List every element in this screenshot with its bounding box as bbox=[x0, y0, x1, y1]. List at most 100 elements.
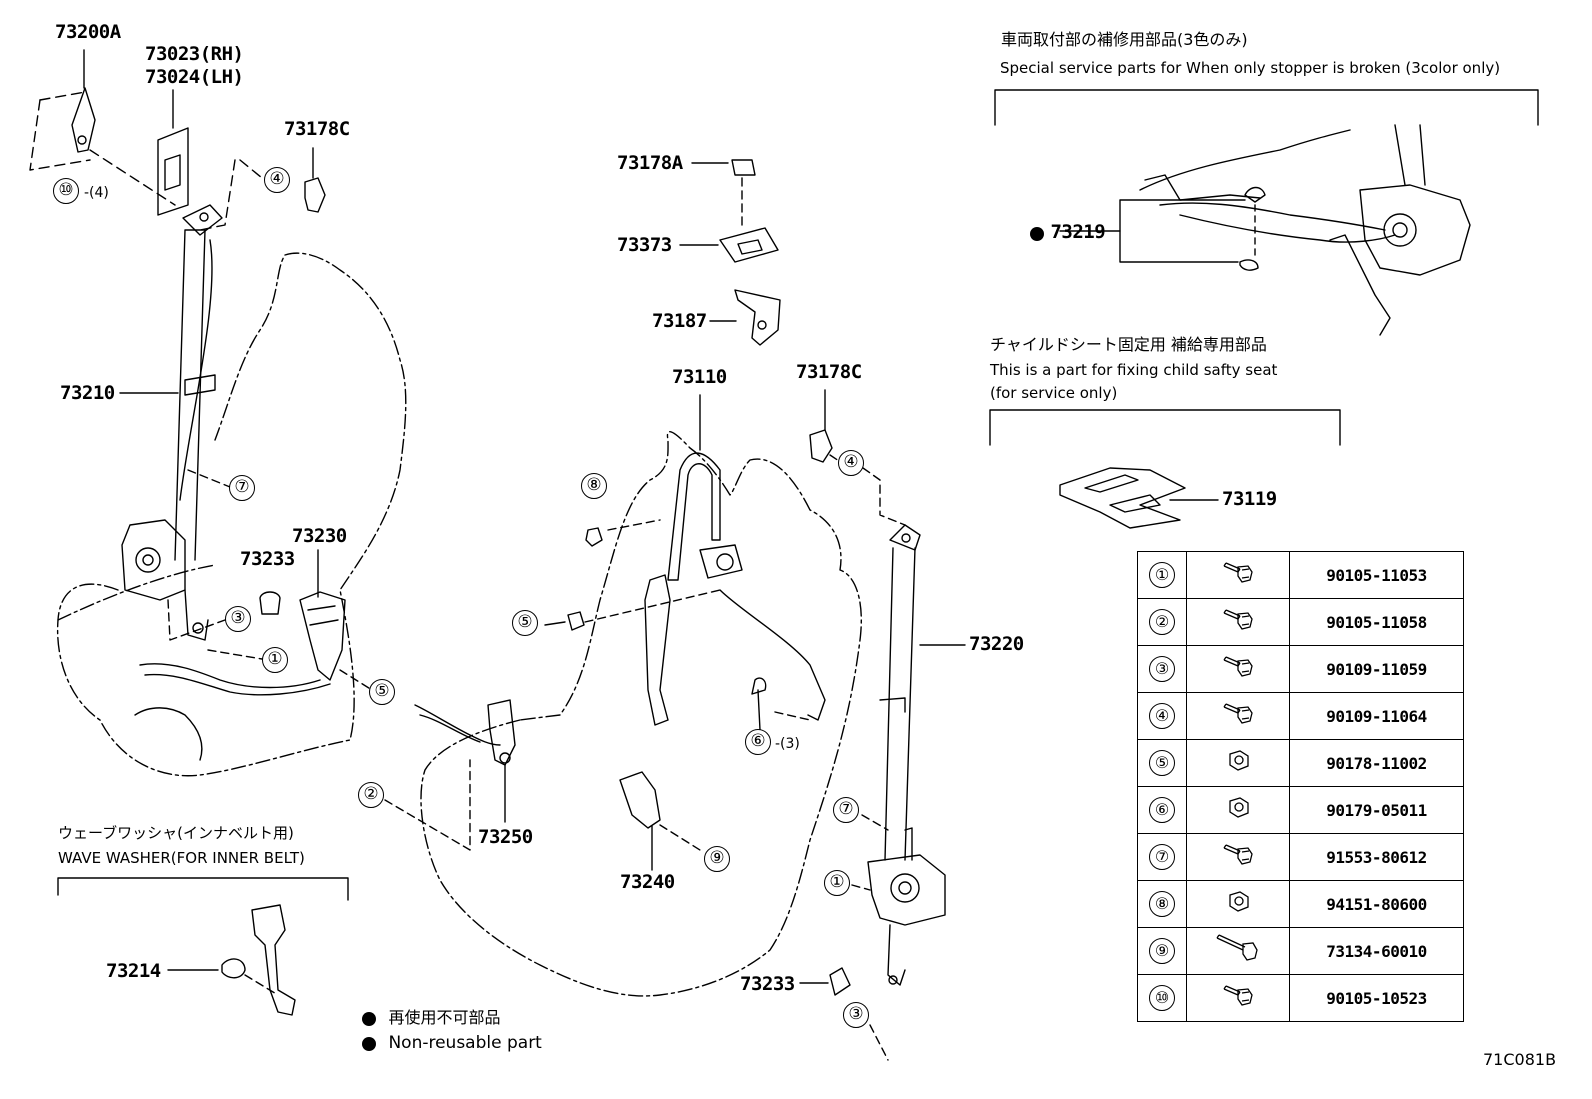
callout-3-left[interactable]: ③ bbox=[225, 606, 251, 632]
fastener-row[interactable]: ⑤ 90178-11002 bbox=[1137, 739, 1464, 787]
fastener-num-cell: ⑤ bbox=[1137, 739, 1187, 787]
fastener-part-number[interactable]: 90105-11053 bbox=[1289, 551, 1464, 599]
middle-seat-outline bbox=[420, 431, 862, 997]
callout-6-mid[interactable]: ⑥ bbox=[745, 729, 771, 755]
fastener-num: ⑤ bbox=[1149, 750, 1175, 776]
part-label-73373[interactable]: 73373 bbox=[617, 234, 672, 256]
callout-5-mid[interactable]: ⑤ bbox=[512, 610, 538, 636]
child-seat-note-jp: チャイルドシート固定用 補給専用部品 bbox=[990, 335, 1267, 354]
callout-5-left[interactable]: ⑤ bbox=[369, 679, 395, 705]
fastener-part-number[interactable]: 90178-11002 bbox=[1289, 739, 1464, 787]
fastener-part-number[interactable]: 90109-11059 bbox=[1289, 645, 1464, 693]
legend-dot-icon bbox=[362, 1011, 376, 1026]
callout-7-left[interactable]: ⑦ bbox=[229, 475, 255, 501]
legend-dot-icon bbox=[362, 1036, 376, 1051]
fastener-num-cell: ⑥ bbox=[1137, 786, 1187, 834]
fastener-part-number[interactable]: 90179-05011 bbox=[1289, 786, 1464, 834]
fastener-num-cell: ⑧ bbox=[1137, 880, 1187, 928]
child-seat-note-en-2: (for service only) bbox=[990, 384, 1118, 402]
fastener-num-cell: ② bbox=[1137, 598, 1187, 646]
legend-jp-text: 再使用不可部品 bbox=[388, 1008, 501, 1027]
part-label-73024[interactable]: 73024(LH) bbox=[145, 66, 244, 88]
callout-4-top[interactable]: ④ bbox=[264, 167, 290, 193]
fastener-num-cell: ③ bbox=[1137, 645, 1187, 693]
legend-en-text: Non-reusable part bbox=[388, 1033, 542, 1053]
right-belt-webbing bbox=[884, 547, 916, 861]
fastener-part-number[interactable]: 90105-11058 bbox=[1289, 598, 1464, 646]
non-reusable-marker-icon bbox=[1030, 226, 1044, 241]
callout-10-qty: -(4) bbox=[84, 185, 109, 201]
fastener-num: ③ bbox=[1149, 656, 1175, 682]
callout-4-right[interactable]: ④ bbox=[838, 450, 864, 476]
fastener-row[interactable]: ⑨ 73134-60010 bbox=[1137, 927, 1464, 975]
callout-10-top[interactable]: ⑩ bbox=[53, 178, 79, 204]
fastener-row[interactable]: ② 90105-11058 bbox=[1137, 598, 1464, 646]
part-label-73240[interactable]: 73240 bbox=[620, 871, 675, 893]
fastener-num: ② bbox=[1149, 609, 1175, 635]
part-label-73178c-mid[interactable]: 73178C bbox=[796, 361, 862, 383]
legend-jp: 再使用不可部品 bbox=[362, 1010, 500, 1028]
fastener-num: ⑨ bbox=[1149, 938, 1175, 964]
fastener-row[interactable]: ⑦ 91553-80612 bbox=[1137, 833, 1464, 881]
callout-1-left[interactable]: ① bbox=[262, 647, 288, 673]
figure-code: 71C081B bbox=[1483, 1050, 1557, 1069]
washer-note-en: WAVE WASHER(FOR INNER BELT) bbox=[58, 849, 305, 867]
fastener-num-cell: ① bbox=[1137, 551, 1187, 599]
fastener-row[interactable]: ⑥ 90179-05011 bbox=[1137, 786, 1464, 834]
child-seat-note-en: This is a part for fixing child safty se… bbox=[990, 361, 1278, 379]
service-note-en: Special service parts for When only stop… bbox=[1000, 59, 1501, 77]
fastener-part-number[interactable]: 90109-11064 bbox=[1289, 692, 1464, 740]
fastener-num: ⑧ bbox=[1149, 891, 1175, 917]
service-note-jp: 車両取付部の補修用部品(3色のみ) bbox=[1001, 30, 1248, 49]
part-label-73119[interactable]: 73119 bbox=[1222, 488, 1277, 510]
part-label-73200a[interactable]: 73200A bbox=[55, 21, 121, 43]
callout-7-right[interactable]: ⑦ bbox=[833, 797, 859, 823]
callout-3-right[interactable]: ③ bbox=[843, 1002, 869, 1028]
callout-1-right[interactable]: ① bbox=[824, 870, 850, 896]
fastener-row[interactable]: ⑩ 90105-10523 bbox=[1137, 974, 1464, 1022]
part-label-73178a[interactable]: 73178A bbox=[617, 152, 683, 174]
fastener-num-cell: ⑨ bbox=[1137, 927, 1187, 975]
part-label-73230[interactable]: 73230 bbox=[292, 525, 347, 547]
part-label-73233-left[interactable]: 73233 bbox=[240, 548, 295, 570]
fastener-num: ④ bbox=[1149, 703, 1175, 729]
bolt-icon bbox=[1186, 974, 1290, 1022]
left-belt-webbing bbox=[174, 229, 206, 561]
part-label-73023[interactable]: 73023(RH) bbox=[145, 43, 244, 65]
fastener-row[interactable]: ① 90105-11053 bbox=[1137, 551, 1464, 599]
part-label-73219[interactable]: 73219 bbox=[1050, 221, 1106, 243]
bolt-icon bbox=[1186, 833, 1290, 881]
part-label-73219-group: 73219 bbox=[1030, 221, 1106, 243]
part-label-73220[interactable]: 73220 bbox=[969, 633, 1024, 655]
nut-icon bbox=[1186, 786, 1290, 834]
legend-en: Non-reusable part bbox=[362, 1035, 542, 1053]
fastener-part-number[interactable]: 90105-10523 bbox=[1289, 974, 1464, 1022]
part-label-73187[interactable]: 73187 bbox=[652, 310, 707, 332]
part-label-73250[interactable]: 73250 bbox=[478, 826, 533, 848]
bolt-icon bbox=[1186, 598, 1290, 646]
fastener-num: ⑩ bbox=[1149, 985, 1175, 1011]
part-label-73110[interactable]: 73110 bbox=[672, 366, 727, 388]
part-label-73233-mid[interactable]: 73233 bbox=[740, 973, 795, 995]
callout-2-mid[interactable]: ② bbox=[358, 782, 384, 808]
fastener-part-number[interactable]: 91553-80612 bbox=[1289, 833, 1464, 881]
callout-8-mid[interactable]: ⑧ bbox=[581, 473, 607, 499]
nut-icon bbox=[1186, 880, 1290, 928]
part-label-73178c-left[interactable]: 73178C bbox=[284, 118, 350, 140]
fastener-row[interactable]: ④ 90109-11064 bbox=[1137, 692, 1464, 740]
callout-6-qty: -(3) bbox=[775, 736, 800, 752]
fastener-row[interactable]: ③ 90109-11059 bbox=[1137, 645, 1464, 693]
part-label-73210[interactable]: 73210 bbox=[60, 382, 115, 404]
part-label-73214[interactable]: 73214 bbox=[106, 960, 161, 982]
fastener-row[interactable]: ⑧ 94151-80600 bbox=[1137, 880, 1464, 928]
fastener-num-cell: ⑦ bbox=[1137, 833, 1187, 881]
long-bolt-icon bbox=[1186, 927, 1290, 975]
bolt-icon bbox=[1186, 551, 1290, 599]
fastener-num-cell: ⑩ bbox=[1137, 974, 1187, 1022]
fastener-num-cell: ④ bbox=[1137, 692, 1187, 740]
fastener-part-number[interactable]: 73134-60010 bbox=[1289, 927, 1464, 975]
fastener-part-number[interactable]: 94151-80600 bbox=[1289, 880, 1464, 928]
callout-9-mid[interactable]: ⑨ bbox=[704, 846, 730, 872]
nut-icon bbox=[1186, 739, 1290, 787]
